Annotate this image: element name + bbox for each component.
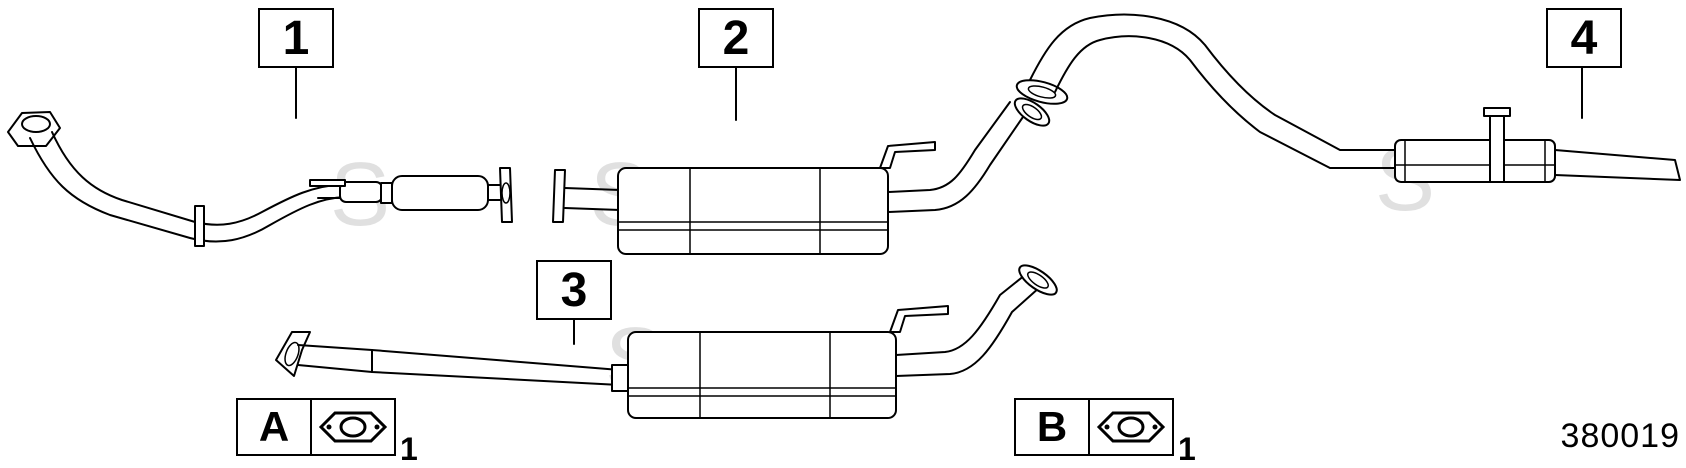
callout-part-1: 1 (258, 8, 334, 68)
legend-b-quantity: 1 (1178, 431, 1196, 467)
gasket-icon (1090, 398, 1174, 456)
drawing-number: 380019 (1560, 417, 1680, 455)
legend-a: A 1 (236, 398, 418, 467)
legend-b: B 1 (1014, 398, 1196, 467)
callout-part-3: 3 (536, 260, 612, 320)
legend-b-letter: B (1014, 398, 1090, 456)
part-4-rear-silencer (1015, 13, 1681, 183)
gasket-icon (312, 398, 396, 456)
part-2-center-silencer (552, 97, 1051, 255)
part-1-front-pipe (7, 111, 513, 247)
callout-part-4: 4 (1546, 8, 1622, 68)
legend-a-letter: A (236, 398, 312, 456)
callout-part-2: 2 (698, 8, 774, 68)
legend-a-quantity: 1 (400, 431, 418, 467)
part-3-center-pipe-silencer (275, 264, 1058, 419)
